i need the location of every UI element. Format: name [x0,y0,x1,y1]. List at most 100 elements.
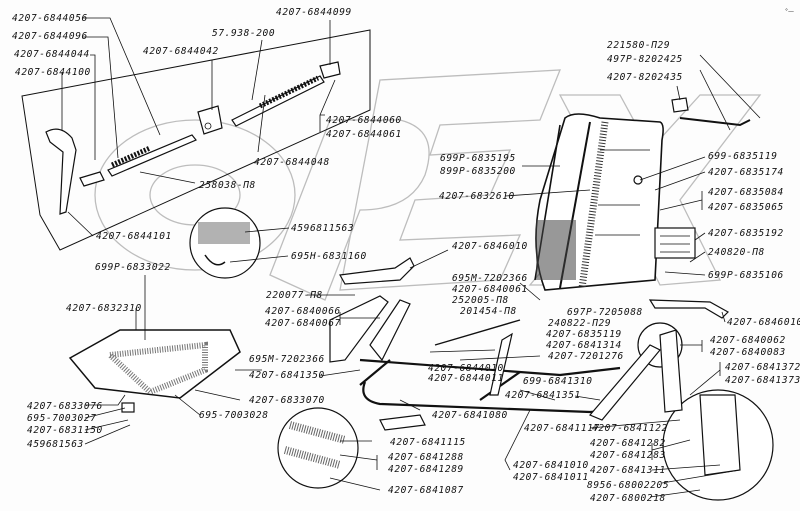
part-label[interactable]: 4207-6835065 [708,202,784,213]
part-label[interactable]: 899Р-6835200 [440,166,516,177]
side-rail-right [589,344,661,421]
part-label[interactable]: 4207-6841314 [546,340,622,351]
detail-hinge-circle [277,407,359,489]
part-label[interactable]: 4207-6841351 [505,390,581,401]
part-label[interactable]: 4207-6832310 [66,303,142,314]
part-label[interactable]: 4207-6846010 [727,317,800,328]
part-label[interactable]: 4207-6844042 [143,46,219,57]
part-label[interactable]: 695-7003028 [199,410,269,421]
part-label[interactable]: 4207-6846010 [452,241,528,252]
part-label[interactable]: 4207-6841283 [590,450,666,461]
part-label[interactable]: 4207-6835084 [708,187,784,198]
part-label[interactable]: 4207-6840061 [452,284,528,295]
part-label[interactable]: 4207-6841122 [592,423,668,434]
part-label[interactable]: 4207-6844044 [14,49,90,60]
part-label[interactable]: 4207-6844060 [326,115,402,126]
part-label[interactable]: 252005-П8 [452,295,509,306]
part-label[interactable]: 4207-6841011 [513,472,589,483]
armrest-right [648,299,729,319]
part-label[interactable]: 699Р-6835106 [708,270,784,281]
part-label[interactable]: 4207-6832610 [439,191,515,202]
seat-frame [329,295,683,431]
seat-cushion [68,329,241,413]
part-label[interactable]: 4207-6844101 [96,231,172,242]
part-label[interactable]: 497Р-8202425 [607,54,683,65]
part-label[interactable]: 4207-6841087 [388,485,464,496]
part-label[interactable]: 4207-6844096 [12,31,88,42]
part-label[interactable]: 4207-6841372 [725,362,800,373]
part-label[interactable]: 240822-П29 [548,318,612,329]
part-label[interactable]: 4207-6841115 [390,437,466,448]
rod-rear [231,75,325,127]
part-label[interactable]: 4207-6833076 [27,401,103,412]
part-label[interactable]: 220077-П8 [266,290,323,301]
part-label[interactable]: 4207-6844010 [428,363,504,374]
part-label[interactable]: 695-7003027 [27,413,97,424]
part-label[interactable]: 4207-6835192 [708,228,784,239]
part-label[interactable]: 695М-7202366 [452,273,528,284]
part-label[interactable]: 4207-6841080 [432,410,508,421]
part-label[interactable]: 459681563 [27,439,84,450]
part-label[interactable]: 4207-6844100 [15,67,91,78]
part-label[interactable]: 4207-6840067 [265,318,341,329]
lumbar-pad [654,227,696,259]
part-label[interactable]: 4207-6841288 [388,452,464,463]
part-label[interactable]: 4207-6831150 [27,425,103,436]
part-label[interactable]: 4207-6844061 [326,129,402,140]
part-label[interactable]: 4596811563 [291,223,355,234]
watermark-letter-p [269,119,430,301]
watermark-letter-e [339,69,561,291]
part-label[interactable]: 4207-6835174 [708,167,784,178]
part-label[interactable]: 4207-6841010 [513,460,589,471]
part-label[interactable]: 4207-6840066 [265,306,341,317]
part-label[interactable]: 697Р-7205088 [567,307,643,318]
strap-clip [671,97,689,113]
part-label[interactable]: 695М-7202366 [249,354,325,365]
part-label[interactable]: 4207-6840062 [710,335,786,346]
part-label[interactable]: 4207-6833070 [249,395,325,406]
watermark-letter-o [94,119,296,271]
part-label[interactable]: 4207-6800218 [590,493,666,504]
part-label[interactable]: 4207-6844099 [276,7,352,18]
part-label[interactable]: 57.938-200 [212,28,276,39]
foot [379,414,426,431]
part-label[interactable]: 695Н-6831160 [291,251,367,262]
part-label[interactable]: 4207-6840083 [710,347,786,358]
side-rail-left [329,295,389,363]
part-label[interactable]: 699Р-6835195 [440,153,516,164]
part-label[interactable]: 8956-68002205 [587,480,670,491]
part-label[interactable]: 4207-6844011 [428,373,504,384]
part-label[interactable]: 201454-П8 [460,306,517,317]
rod-end-fitting [319,61,341,79]
part-label[interactable]: 258038-П8 [199,180,256,191]
part-label[interactable]: 4207-6841373 [725,375,800,386]
adjuster-panel [21,29,371,251]
leader-lines [61,17,761,498]
part-label[interactable]: 4207-6841282 [590,438,666,449]
part-label[interactable]: 4207-6844056 [12,13,88,24]
lever-handle [45,128,77,215]
latch-block [79,171,105,187]
part-label[interactable]: 699-6835119 [708,151,778,162]
watermark [94,69,762,301]
corner-mark: °— [785,8,794,15]
part-label[interactable]: 4207-6841117 [524,423,600,434]
part-label[interactable]: 4207-6841311 [590,465,666,476]
part-label[interactable]: 4207-6835119 [546,329,622,340]
bracket [197,105,223,135]
part-label[interactable]: 4207-7201276 [548,351,624,362]
part-label[interactable]: 699-6841310 [523,376,593,387]
part-label[interactable]: 4207-6841350 [249,370,325,381]
seat-back [534,113,696,291]
part-label[interactable]: 699Р-6833022 [95,262,171,273]
part-label[interactable]: 4207-6841289 [388,464,464,475]
rod-front [107,134,197,177]
clip [121,402,135,413]
part-label[interactable]: 4207-6844048 [254,157,330,168]
part-label[interactable]: 240820-П8 [708,247,765,258]
plug [633,175,643,185]
part-label[interactable]: 4207-8202435 [607,72,683,83]
part-label[interactable]: 221580-П29 [607,40,671,51]
